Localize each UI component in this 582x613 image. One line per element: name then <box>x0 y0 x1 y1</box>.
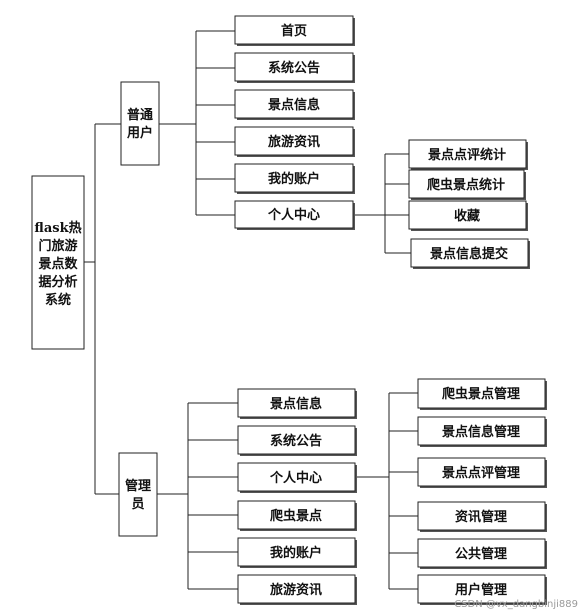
admin-feature-nodes: 景点信息 系统公告 个人中心 爬虫景点 我的账户 旅游资讯 <box>237 388 357 605</box>
admin-role-label-line: 管理 <box>125 478 151 494</box>
admin-sub-crawler-mgmt: 爬虫景点管理 <box>417 378 547 410</box>
root-node: flask热 门旅游 景点数 据分析 系统 <box>31 175 85 350</box>
root-label-line: 系统 <box>45 292 71 308</box>
root-label-line: 景点数 <box>38 256 78 272</box>
user-item-home: 首页 <box>234 15 355 46</box>
user-item-attraction-info: 景点信息 <box>234 89 355 120</box>
admin-role-label-line: 员 <box>131 497 144 512</box>
user-sub-attraction-submit: 景点信息提交 <box>410 238 530 269</box>
user-item-my-account: 我的账户 <box>234 163 355 194</box>
root-label-line: 门旅游 <box>38 238 77 254</box>
user-item-label: 系统公告 <box>268 60 320 76</box>
admin-sub-review-mgmt: 景点点评管理 <box>417 457 547 488</box>
admin-sub-attraction-mgmt: 景点信息管理 <box>417 416 547 447</box>
user-feature-nodes: 首页 系统公告 景点信息 旅游资讯 我的账户 个人中心 <box>234 15 355 230</box>
admin-item-label: 系统公告 <box>270 433 322 449</box>
admin-sub-news-mgmt: 资讯管理 <box>417 501 547 532</box>
root-label-line: flask热 <box>34 220 81 236</box>
admin-sub-label: 爬虫景点管理 <box>441 386 520 402</box>
connectors <box>84 30 418 590</box>
watermark: CSDN @vx_dangbinji889 <box>454 599 578 610</box>
user-item-label: 我的账户 <box>268 171 320 187</box>
user-item-announcement: 系统公告 <box>234 52 355 83</box>
user-item-label: 旅游资讯 <box>268 134 320 150</box>
admin-item-label: 爬虫景点 <box>269 508 322 524</box>
admin-item-label: 景点信息 <box>270 396 322 412</box>
admin-item-crawler-attractions: 爬虫景点 <box>237 500 357 531</box>
user-sub-review-stats: 景点点评统计 <box>408 139 528 170</box>
admin-item-label: 我的账户 <box>270 545 322 561</box>
admin-item-attraction-info: 景点信息 <box>237 388 357 419</box>
admin-item-announcement: 系统公告 <box>237 425 357 456</box>
user-sub-label: 景点信息提交 <box>430 246 508 262</box>
admin-sub-user-mgmt: 用户管理 <box>417 574 547 605</box>
user-sub-label: 收藏 <box>454 208 480 224</box>
admin-item-my-account: 我的账户 <box>237 537 357 568</box>
user-sub-feature-nodes: 景点点评统计 爬虫景点统计 收藏 景点信息提交 <box>408 139 530 269</box>
root-label-line: 据分析 <box>38 274 77 290</box>
admin-sub-label: 公共管理 <box>455 546 507 562</box>
admin-sub-label: 景点点评管理 <box>442 465 520 481</box>
user-item-label: 个人中心 <box>267 207 320 223</box>
admin-sub-label: 资讯管理 <box>455 509 507 525</box>
admin-item-label: 个人中心 <box>269 470 322 486</box>
user-role-node: 普通 用户 <box>120 81 160 166</box>
user-item-label: 首页 <box>281 23 307 39</box>
user-role-label-line: 用户 <box>126 125 153 141</box>
user-item-personal-center: 个人中心 <box>234 200 355 230</box>
user-item-travel-news: 旅游资讯 <box>234 126 355 157</box>
user-role-label-line: 普通 <box>127 107 153 123</box>
user-sub-label: 爬虫景点统计 <box>426 177 505 193</box>
admin-item-personal-center: 个人中心 <box>237 462 357 493</box>
admin-sub-feature-nodes: 爬虫景点管理 景点信息管理 景点点评管理 资讯管理 公共管理 用户管理 <box>417 378 547 605</box>
user-item-label: 景点信息 <box>268 97 320 113</box>
admin-sub-label: 景点信息管理 <box>442 424 520 440</box>
admin-sub-public-mgmt: 公共管理 <box>417 538 547 569</box>
user-sub-favorites: 收藏 <box>408 200 528 231</box>
user-sub-crawler-stats: 爬虫景点统计 <box>408 169 526 200</box>
admin-role-node: 管理 员 <box>118 452 158 537</box>
user-sub-label: 景点点评统计 <box>428 147 506 163</box>
admin-sub-label: 用户管理 <box>454 582 507 598</box>
admin-item-label: 旅游资讯 <box>270 582 322 598</box>
admin-item-travel-news: 旅游资讯 <box>237 574 357 605</box>
